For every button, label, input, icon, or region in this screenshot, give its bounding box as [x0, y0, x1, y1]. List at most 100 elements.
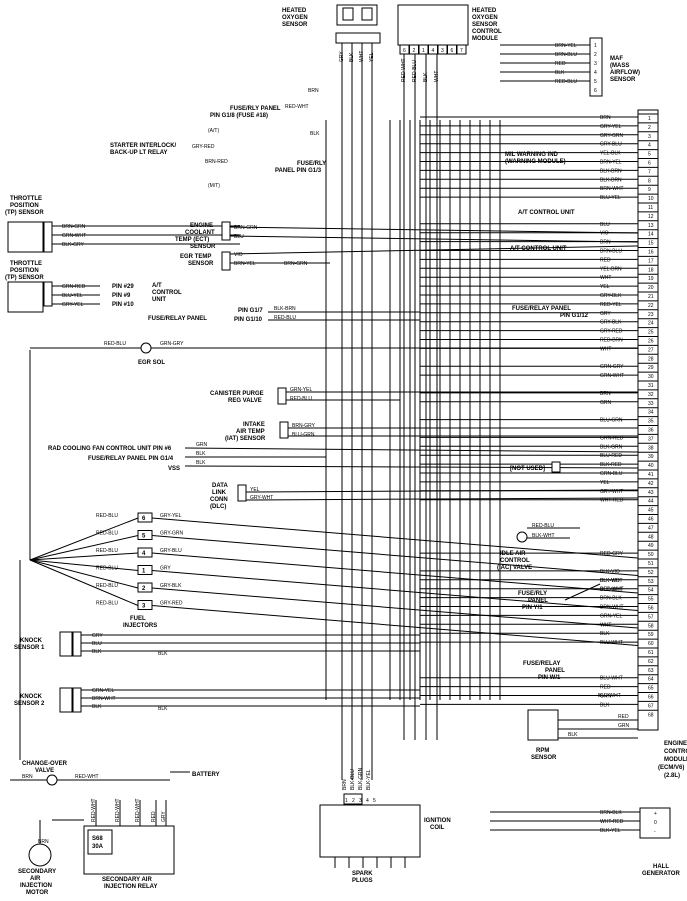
ecm-pin-wire: GRY-BLK	[600, 320, 622, 326]
ecm-pin-wire: GRN-GRY	[600, 364, 624, 370]
knock-wire-label: GRN-YEL	[92, 688, 114, 694]
y1-label-3: PIN Y/1	[522, 605, 543, 611]
injector-number: 2	[142, 586, 146, 592]
injector-feed	[29, 559, 139, 571]
ecm-pin-number: 56	[648, 606, 654, 612]
ecm-pin-number: 11	[648, 205, 653, 211]
starter-label-2: BACK-UP LT RELAY	[110, 150, 168, 156]
g112-label-2: PIN G1/12	[560, 313, 589, 319]
y1-wire-label: BLK-WHT	[600, 587, 623, 593]
mil-label-2: (WARNING MODULE)	[505, 159, 566, 165]
relay-wire-label: RED-WHT	[135, 798, 141, 822]
ecm-pin-number: 26	[648, 339, 654, 345]
sam-label-3: INJECTION	[20, 883, 52, 889]
dlc-wire	[245, 497, 639, 501]
coil-wire-label: BRN	[342, 779, 348, 790]
ks2-label-2: SENSOR 2	[14, 701, 45, 707]
iat-label-3: (IAT) SENSOR	[225, 436, 266, 442]
ecm-label-3: MODULE	[664, 757, 687, 763]
injector-right-wire: GRY	[160, 566, 171, 572]
ecm-pin-wire: RED	[600, 257, 611, 263]
injector-box	[137, 530, 153, 540]
maf-label-1: MAF	[610, 56, 623, 62]
ecm-pin-number: 3	[648, 134, 651, 140]
ecm-pin-number: 18	[648, 267, 654, 273]
ecm-pin-number: 46	[648, 517, 654, 523]
w1-label-1: FUSE/RELAY	[523, 661, 560, 667]
dlc-label-4: (DLC)	[210, 504, 226, 510]
ecm-pin-wire: BRN-BLU	[600, 249, 622, 255]
ecm-pin-number: 47	[648, 525, 654, 531]
brn-wire: BRN	[308, 88, 319, 94]
ks1-connector	[72, 631, 82, 657]
ecm-pin-wire: GRN-RED	[600, 435, 624, 441]
ks1-label-2: SENSOR 1	[14, 645, 45, 651]
at-cu-2: A/T CONTROL UNIT	[510, 246, 567, 252]
g18-label-1: FUSE/RLY PANEL	[230, 106, 281, 112]
iat-label-1: INTAKE	[243, 422, 265, 428]
ecm-pin-number: 63	[648, 668, 654, 674]
relay-wire-label: GRY	[161, 811, 167, 822]
ecm-label-1: ENGINE	[664, 741, 687, 747]
egr-sol-label: EGR SOL	[138, 360, 165, 366]
ecm-pin-number: 34	[648, 410, 654, 416]
coil-pin-number: 2	[352, 798, 355, 804]
ecm-pin-wire: BRN-YEL	[600, 160, 622, 166]
ect-wire	[229, 235, 639, 243]
ecm-pin-wire: BLK-RED	[600, 462, 622, 468]
ecm-pin-number: 52	[648, 570, 654, 576]
hall-label-2: GENERATOR	[642, 871, 680, 877]
knock-wire-label: BLK	[92, 704, 102, 710]
relay-fuse-box	[87, 829, 113, 855]
ecm-pin-number: 42	[648, 481, 654, 487]
ect-label-3: TEMP (ECT)	[175, 237, 209, 243]
ecm-pin-number: 45	[648, 508, 654, 514]
sar-label-2: INJECTION RELAY	[104, 884, 157, 890]
ecm-label-2: CONTROL	[664, 749, 687, 755]
ecm-pin-number: 50	[648, 552, 654, 558]
o2-sensor-label-2: OXYGEN	[282, 15, 308, 21]
ecm-pin-wire: BLU	[600, 222, 610, 228]
injector-left-wire: RED-BLU	[96, 548, 118, 554]
at-cu-3-3: UNIT	[152, 297, 166, 303]
ecm-pin-number: 58	[648, 623, 654, 629]
tp-connector	[43, 221, 53, 253]
relay-wire-label: RED-WHT	[91, 798, 97, 822]
egr-wire	[229, 245, 639, 255]
tp-wire-label: BRN-GRN	[62, 224, 86, 230]
egr-wire-label: BRN-GRN	[284, 261, 308, 267]
injector-feed	[29, 559, 139, 606]
dlc-label-1: DATA	[212, 483, 228, 489]
tp2-label-3: (TP) SENSOR	[5, 275, 44, 281]
tp-sensor-box	[7, 221, 44, 253]
ecm-pin-number: 16	[648, 250, 654, 256]
ecm-pin-wire: YEL	[600, 284, 610, 290]
tp2-label-2: POSITION	[10, 268, 39, 274]
injector-box	[137, 547, 153, 558]
ecm-pin-number: 65	[648, 686, 654, 692]
sam-label-4: MOTOR	[26, 890, 49, 896]
coil-label-1: IGNITION	[424, 818, 451, 824]
y1-wire-group: BLK-VIO BLK-WHT	[564, 578, 623, 601]
starter-label-1: STARTER INTERLOCK/	[110, 143, 177, 149]
g17-pin-label: PIN G1/7	[238, 308, 263, 314]
ecm-pin-wire: YEL-BLK	[600, 151, 621, 157]
g18-wire: RED-WHT	[285, 104, 309, 110]
maf-pin-number: 6	[594, 88, 597, 94]
ecm-pin-number: 27	[648, 347, 654, 353]
coil-label-2: COIL	[430, 825, 445, 831]
ecm-pin-number: 31	[648, 383, 654, 389]
y1-wire-label: BLK-VIO	[600, 578, 620, 584]
iac-wire-label: RED-BLU	[532, 523, 554, 529]
at-cu-1: A/T CONTROL UNIT	[518, 210, 575, 216]
o2-module-box	[397, 4, 469, 46]
